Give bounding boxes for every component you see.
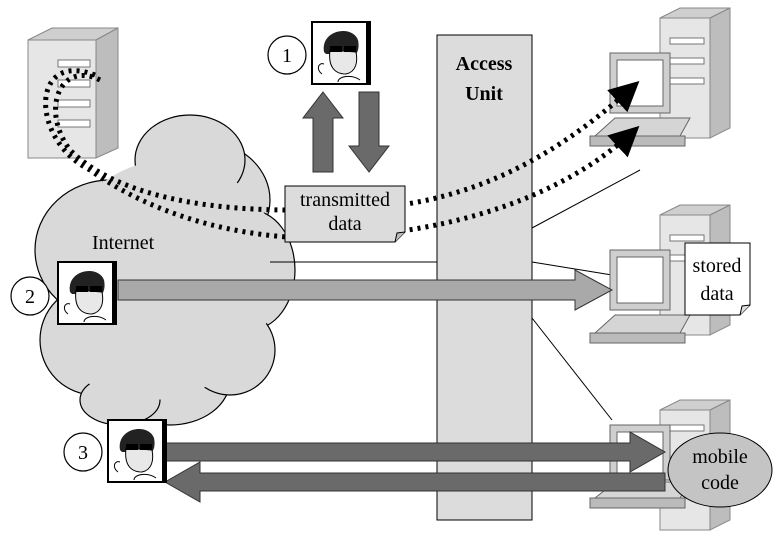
access-unit <box>436 34 533 521</box>
stored-data-document: stored data <box>684 242 751 316</box>
transmitted-data-document: transmitted data <box>284 185 406 243</box>
download-arrow <box>347 91 391 173</box>
mobile-code-bubble: mobile code <box>667 432 773 508</box>
user-face-icon <box>107 419 167 483</box>
mobile-code-line2: code <box>701 472 739 494</box>
desktop-computer-icon <box>589 7 731 147</box>
stored-data-line1: stored <box>693 255 742 277</box>
user-face-icon <box>57 261 117 325</box>
user-face-icon <box>311 21 371 85</box>
internet-label: Internet <box>92 232 155 254</box>
transmitted-data-line1: transmitted <box>300 189 390 211</box>
mobile-code-return-arrow <box>163 461 666 503</box>
stored-data-line2: data <box>700 283 733 305</box>
access-unit-label-line2: Unit <box>465 83 503 105</box>
scenario-marker-3-label: 3 <box>78 442 88 464</box>
transmitted-data-line2: data <box>328 213 361 235</box>
scenario-marker-2-label: 2 <box>25 286 35 308</box>
mobile-code-line1: mobile <box>692 446 748 468</box>
mobile-code-outbound-arrow <box>164 431 667 473</box>
tower-computer-icon <box>27 27 119 159</box>
dotted-transmission-paths <box>43 68 640 241</box>
scenario-marker-2: 2 <box>10 276 50 316</box>
scenario-marker-3: 3 <box>63 432 103 472</box>
upload-arrow <box>301 91 345 173</box>
scenario-marker-1: 1 <box>267 35 307 75</box>
request-arrow <box>117 269 614 311</box>
scenario-marker-1-label: 1 <box>282 45 292 67</box>
connector-lines <box>270 169 641 421</box>
access-unit-label-line1: Access <box>456 53 513 75</box>
